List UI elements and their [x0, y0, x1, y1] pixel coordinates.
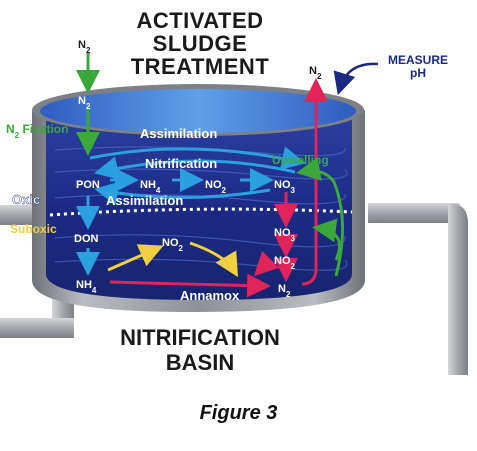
assimilation-mid-label: Assimilation	[106, 193, 183, 208]
n2-surface-label: N2	[78, 95, 91, 111]
no2-upper-label: NO2	[205, 179, 227, 195]
nh4-lower-label: NH4	[76, 279, 97, 295]
title-line-1: ACTIVATED	[136, 8, 263, 33]
basin-title: NITRIFICATION BASIN	[120, 325, 280, 375]
basin-title-line-2: BASIN	[166, 350, 234, 375]
n2-fixation-label: N2 Fixation	[6, 122, 68, 140]
measure-ph-label: MEASURE pH	[388, 53, 448, 80]
no3-upper-label: NO3	[274, 179, 296, 195]
measure-ph-arrow	[333, 62, 379, 96]
annamox-label: Annamox	[180, 288, 240, 303]
title-line-2: SLUDGE	[153, 31, 248, 56]
n2-outgas-label: N2	[309, 65, 322, 81]
assimilation-top-label: Assimilation	[140, 126, 217, 141]
pon-label: PON	[76, 179, 100, 191]
no3-lower-label: NO3	[274, 227, 296, 243]
title-line-3: TREATMENT	[131, 54, 270, 79]
svg-text:MEASURE: MEASURE	[388, 53, 448, 67]
svg-text:pH: pH	[410, 66, 426, 80]
process-arrows	[76, 52, 344, 298]
no2-lower-label: NO2	[162, 237, 184, 253]
suboxic-label: Suboxic	[10, 222, 57, 236]
figure-caption: Figure 3	[199, 402, 278, 424]
n2-atmosphere-label: N2	[78, 39, 91, 55]
nitrification-label: Nitrification	[145, 156, 217, 171]
don-label: DON	[74, 233, 99, 245]
n2-bottom-label: N2	[278, 283, 291, 299]
nitrogen-species: N2 N2 N2 PON NH4 NO2 NO3 DON NO2 NO3 NO2…	[74, 39, 322, 299]
outflow-pipe	[368, 203, 468, 375]
upwelling-label: Upwelling	[272, 153, 329, 167]
main-title: ACTIVATED SLUDGE TREATMENT	[131, 8, 270, 79]
no2-right-label: NO2	[274, 255, 296, 271]
basin-title-line-1: NITRIFICATION	[120, 325, 280, 350]
nh4-upper-label: NH4	[140, 179, 161, 195]
oxic-label: Oxic	[12, 192, 40, 207]
